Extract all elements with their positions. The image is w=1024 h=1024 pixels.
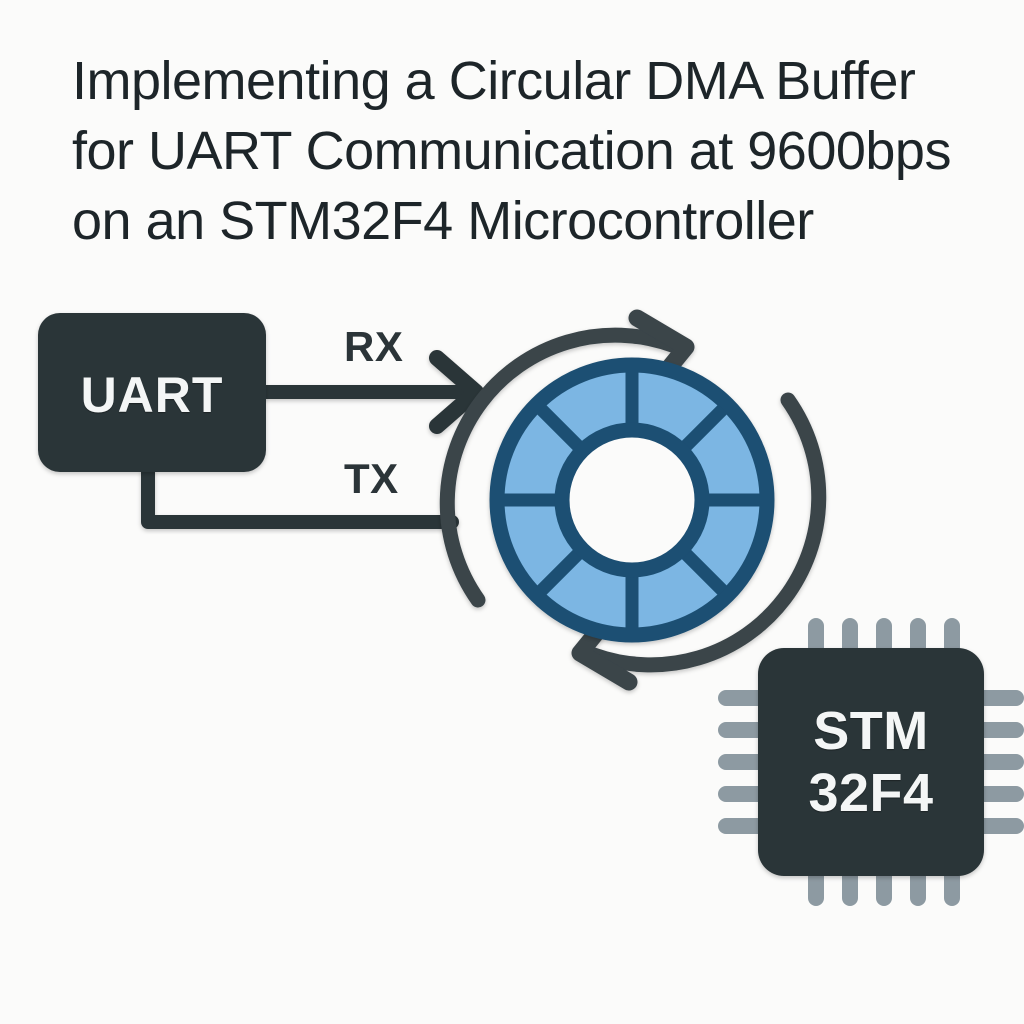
tx-signal-label: TX <box>344 455 399 502</box>
mcu-chip-label-line-1: STM <box>813 701 929 761</box>
rotation-arc-top <box>439 327 680 608</box>
ring-inner-hub <box>554 422 710 578</box>
title-line-1: Implementing a Circular DMA Buffer <box>72 51 916 111</box>
page-title: Implementing a Circular DMA Buffer for U… <box>72 46 1024 256</box>
rotation-arc-bottom <box>586 392 827 673</box>
title-line-2: for UART Communication at 9600bps <box>72 121 951 181</box>
chip-body <box>758 648 984 876</box>
rx-signal-label: RX <box>344 323 404 370</box>
circular-buffer-ring <box>489 357 775 643</box>
mcu-chip <box>718 618 1024 906</box>
uart-block <box>38 313 266 472</box>
rx-arrowhead <box>429 350 484 434</box>
title-line-3: on an STM32F4 Microcontroller <box>72 191 814 251</box>
uart-block-label: UART <box>80 367 224 423</box>
tx-wire <box>141 465 459 529</box>
mcu-chip-label-line-2: 32F4 <box>808 763 934 823</box>
